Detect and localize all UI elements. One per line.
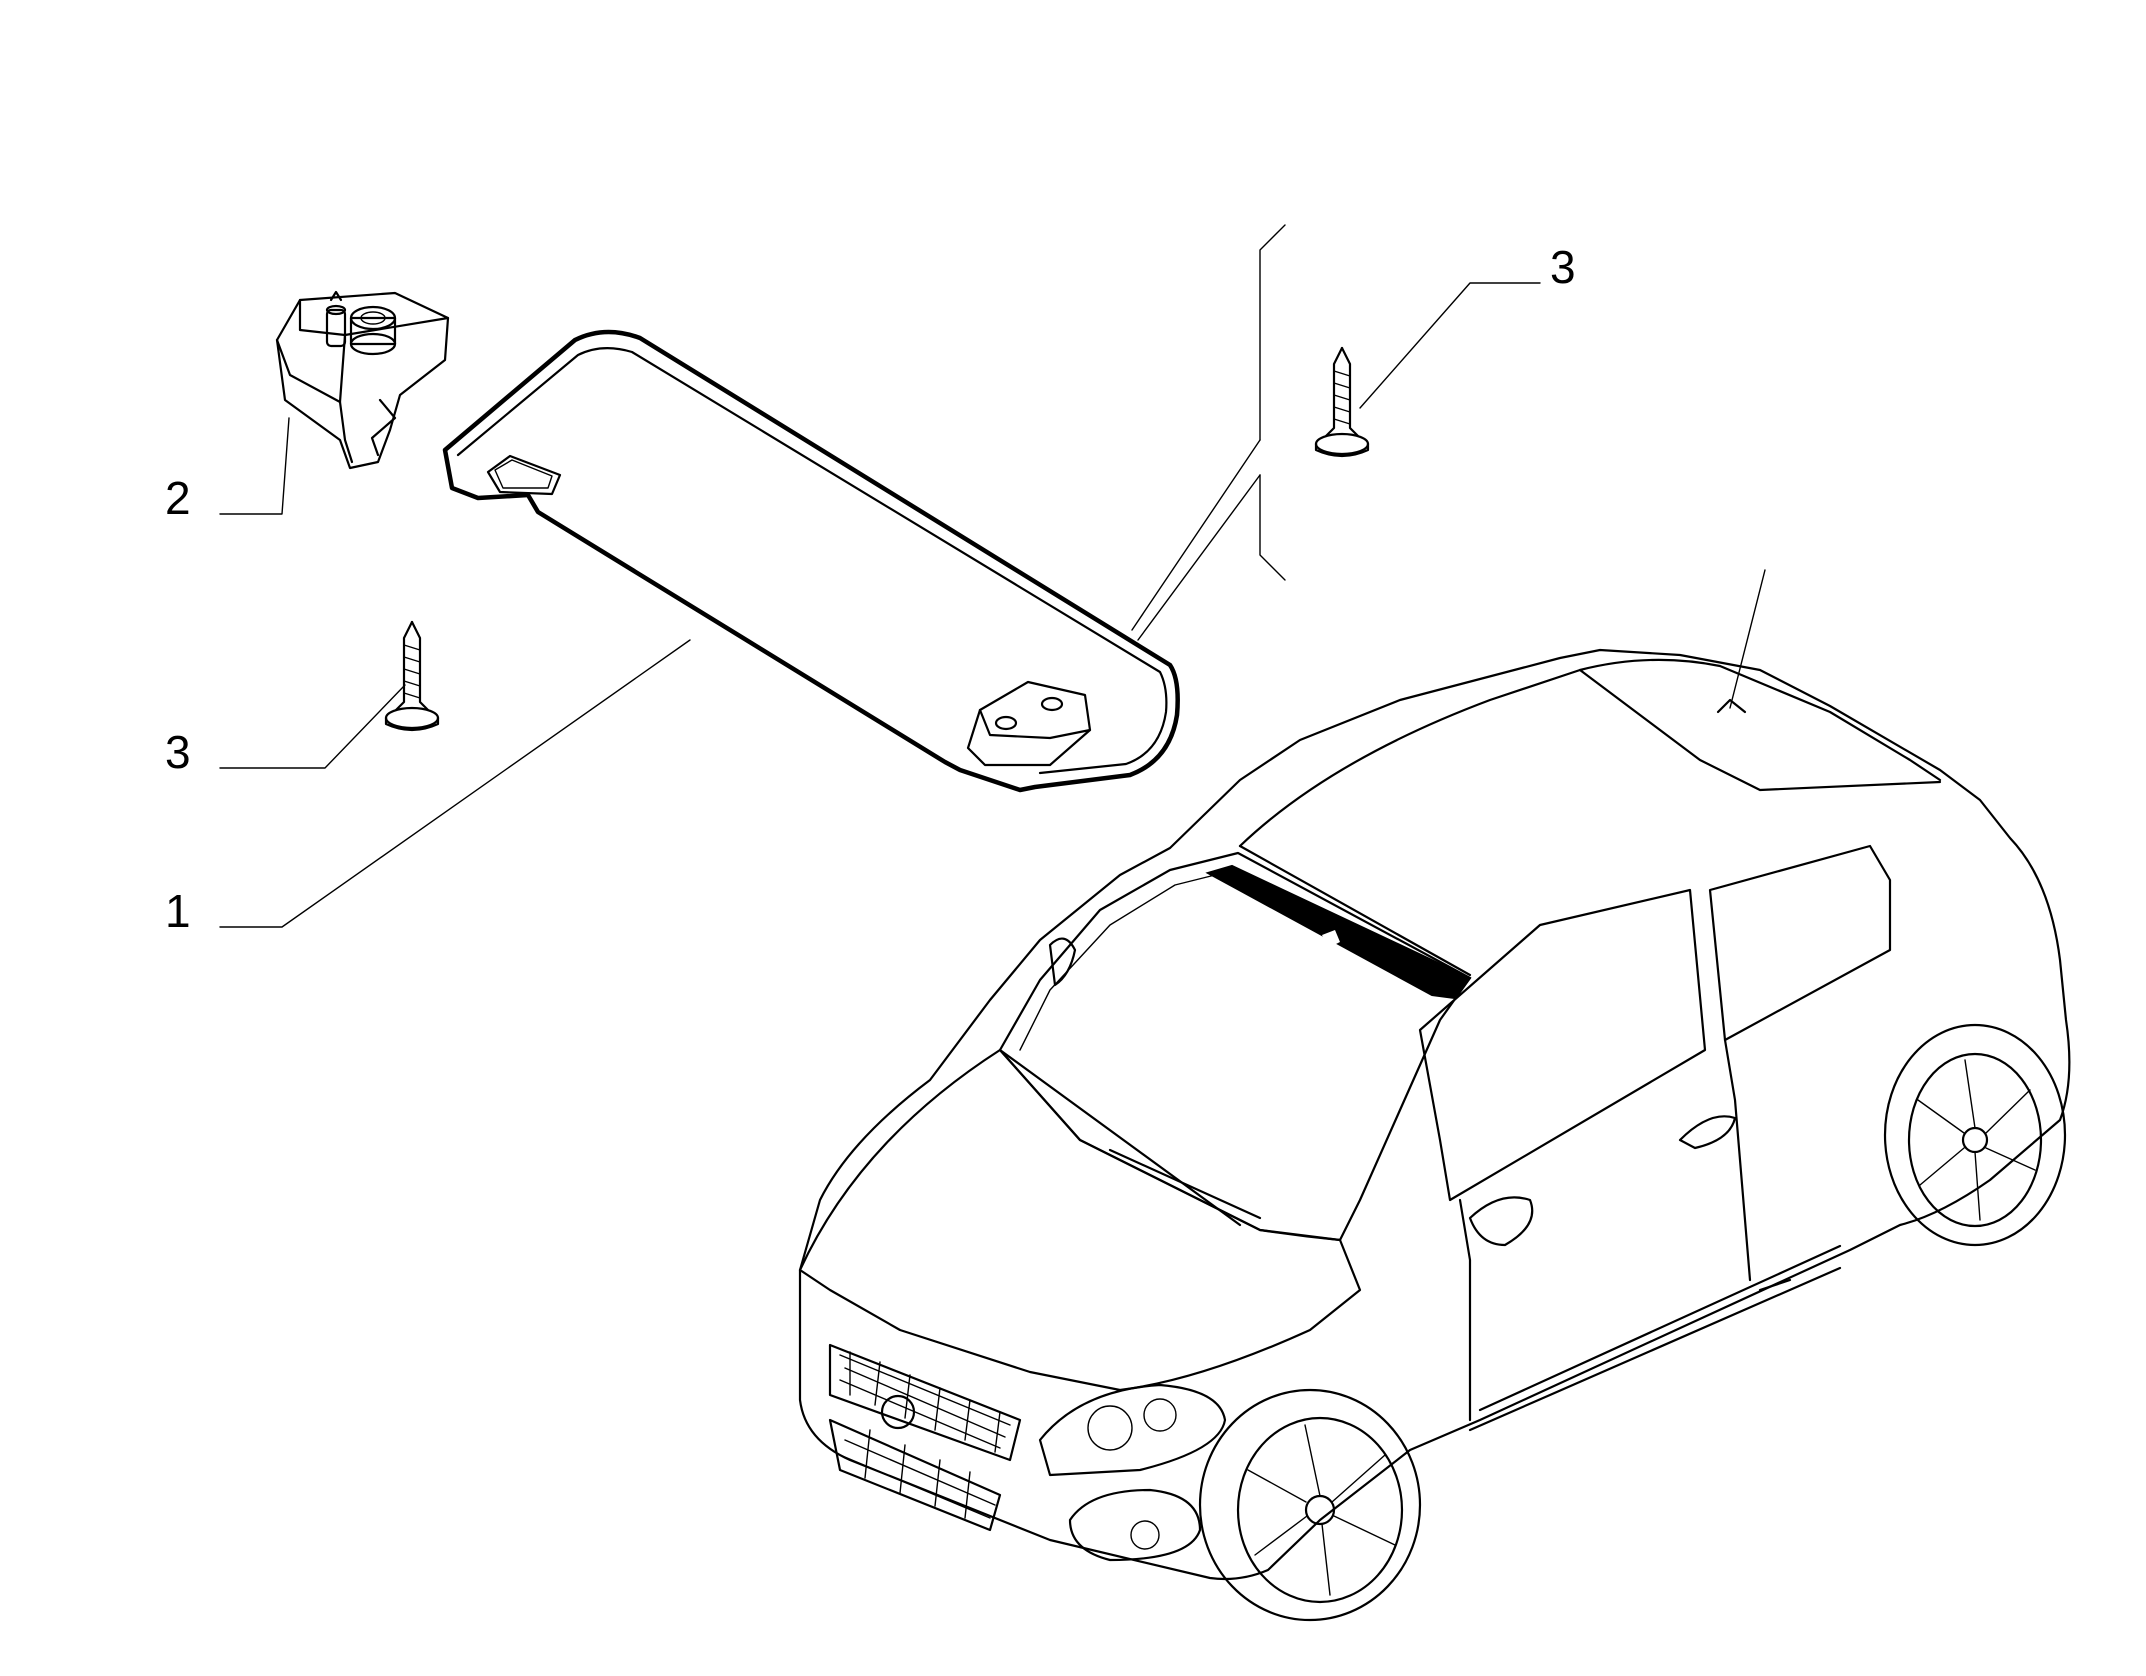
- callout-3a-label: 3: [165, 726, 191, 778]
- callout-3b-label: 3: [1550, 241, 1576, 293]
- visor-hinge-bracket: [275, 290, 450, 470]
- screw-left: [384, 620, 440, 732]
- callout-2-label: 2: [165, 472, 191, 524]
- section-break-marker: [1131, 224, 1286, 641]
- windshield-visor-highlight: [1205, 864, 1472, 1000]
- car-illustration: [798, 569, 2071, 1622]
- leader-lines: [219, 282, 1541, 928]
- callout-labels: 2 3 1 3: [165, 241, 1576, 937]
- callout-1-label: 1: [165, 885, 191, 937]
- sun-visor: [442, 329, 1180, 793]
- screw-right: [1314, 346, 1370, 458]
